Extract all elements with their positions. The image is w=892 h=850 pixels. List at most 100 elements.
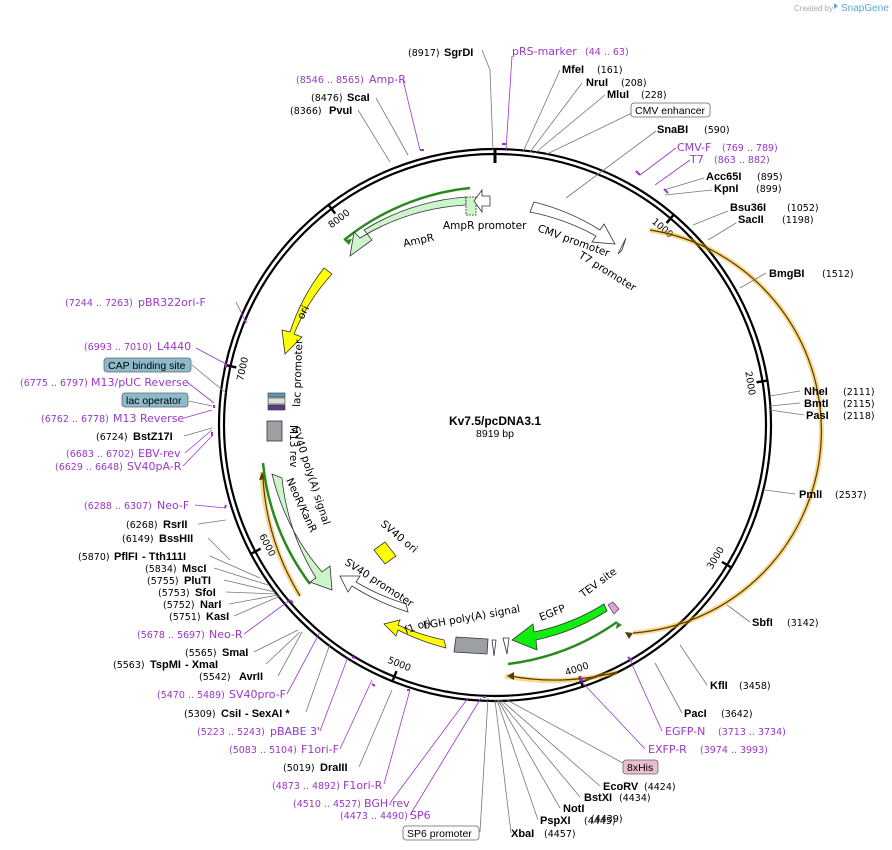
pos-pvui: (8366): [290, 106, 322, 117]
ruler-tick: [578, 675, 585, 688]
ruler-label: 2000: [742, 371, 757, 397]
pos-pmli: (2537): [835, 490, 867, 501]
enzyme-bstxi: BstXI: [584, 792, 612, 804]
pos-pluti: (5755): [147, 576, 179, 587]
primer-neo-f: Neo-F: [157, 499, 189, 512]
enzyme-pluti: PluTI: [184, 575, 211, 587]
site-marks: [211, 143, 669, 698]
range-neo-r: (5678 .. 5697): [137, 630, 205, 641]
primer-egfp-n: EGFP-N: [665, 725, 705, 738]
enzyme-kasi: KasI: [206, 611, 229, 623]
label-lac-promoter: lac promoter: [291, 339, 305, 407]
enzyme-csii: CsiI: [221, 708, 241, 720]
enzyme-snabi: SnaBI: [657, 124, 688, 136]
primer-neo-r: Neo-R: [209, 628, 243, 641]
enzyme-pspxi: PspXI: [540, 815, 571, 827]
pos-noti: (4439): [591, 814, 623, 825]
pos-bstxi: (4434): [619, 793, 651, 804]
pos-mlui: (228): [641, 90, 667, 101]
label-lac-operator: lac operator: [126, 395, 182, 407]
primer-t7: T7: [689, 153, 704, 166]
enzyme-sfoi: SfoI: [195, 587, 216, 599]
primer-bgh-rev: BGH-rev: [364, 797, 410, 810]
range-pbabe3: (5223 .. 5243): [197, 727, 265, 738]
label-ampr: AmpR: [402, 232, 435, 250]
brand-text: SnapGene: [841, 3, 889, 14]
enzyme-kfli: KflI: [710, 680, 728, 692]
primer-cmv-f: CMV-F: [677, 141, 711, 154]
enzyme-bsu36i: Bsu36I: [730, 202, 766, 214]
pos-rsrii: (6268): [126, 520, 158, 531]
range-cmv-f: (769 .. 789): [722, 143, 778, 154]
pos-csii: (5309): [184, 709, 216, 720]
range-pbr322ori-f: (7244 .. 7263): [65, 298, 133, 309]
ruler-tick: [390, 670, 398, 683]
enzyme-kpni: KpnI: [714, 183, 738, 195]
range-f1ori-r: (4873 .. 4892): [272, 781, 340, 792]
enzyme-xbai: XbaI: [511, 828, 534, 840]
pos-avrii: (5542): [199, 672, 231, 683]
range-neo-f: (6288 .. 6307): [84, 501, 152, 512]
pos-bmti: (2115): [843, 399, 875, 410]
enzyme-sgrdi: SgrDI: [444, 47, 473, 59]
range-exfp-r: (3974 .. 3993): [700, 745, 768, 756]
label-ori: ori: [295, 304, 312, 322]
enzyme-pflfi: PflFI: [114, 551, 138, 563]
enzyme-sbfi: SbfI: [752, 617, 773, 629]
primer-l4440: L4440: [157, 340, 191, 353]
enzyme-sexai: - SexAI *: [245, 708, 290, 720]
primer-pbr322ori-f: pBR322ori-F: [138, 296, 206, 309]
pos-sacii: (1198): [782, 215, 814, 226]
enzyme-pmli: PmlI: [799, 489, 822, 501]
pos-kasi: (5751): [169, 612, 201, 623]
credit-text: Created by: [794, 4, 833, 13]
pos-kpni: (899): [756, 184, 782, 195]
label-ampr-promoter: AmpR promoter: [443, 220, 527, 232]
primer-f1ori-f: F1ori-F: [301, 743, 339, 756]
primer-f1ori-r: F1ori-R: [343, 779, 383, 792]
pos-snabi: (590): [704, 125, 730, 136]
pos-nari: (5752): [163, 600, 195, 611]
pos-sfoi: (5753): [158, 588, 190, 599]
range-sv40pro-f: (5470 .. 5489): [157, 690, 225, 701]
enzyme-tth111i: - Tth111I: [142, 551, 186, 563]
pos-tspmi: (5563): [113, 660, 145, 671]
enzyme-mlui: MluI: [607, 89, 629, 101]
label-cap-binding-site: CAP binding site: [108, 360, 186, 372]
enzyme-paci: PacI: [684, 708, 707, 720]
snapgene-logo-icon: [834, 3, 838, 9]
enzyme-mfei: MfeI: [562, 64, 584, 76]
plasmid-name: Kv7.5/pcDNA3.1: [449, 414, 541, 428]
range-prs-marker: (44 .. 63): [585, 47, 629, 58]
range-m13-reverse: (6762 .. 6778): [41, 414, 109, 425]
range-amp-r: (8546 .. 8565): [296, 75, 364, 86]
ruler-tick: [249, 547, 262, 556]
feature-labels: AmpR promoter AmpR ori CMV promoter T7 p…: [283, 220, 638, 637]
enzyme-nari: NarI: [200, 599, 221, 611]
primer-ebv-rev: EBV-rev: [138, 447, 181, 460]
range-bgh-rev: (4510 .. 4527): [293, 799, 361, 810]
pos-scai: (8476): [311, 93, 343, 104]
pos-ecorv: (4424): [644, 782, 676, 793]
box-cmv-enhancer: [630, 102, 711, 118]
pos-pasi: (2118): [843, 411, 875, 422]
range-t7: (863 .. 882): [714, 155, 770, 166]
primer-m13-reverse: M13 Reverse: [113, 412, 184, 425]
range-egfp-n: (3713 .. 3734): [718, 727, 786, 738]
box-cap-binding-site: [103, 357, 192, 373]
primer-sv40pro-f: SV40pro-F: [229, 688, 286, 701]
enzyme-scai: ScaI: [347, 92, 370, 104]
enzyme-sacii: SacII: [738, 214, 764, 226]
enzyme-smai: SmaI: [222, 647, 248, 659]
enzyme-bsshii: BssHII: [159, 533, 193, 545]
range-l4440: (6993 .. 7010): [84, 342, 152, 353]
plasmid-length: 8919 bp: [476, 428, 514, 440]
enzyme-xmai: - XmaI: [185, 659, 218, 671]
pos-kfli: (3458): [739, 681, 771, 692]
label-8xhis: 8xHis: [627, 762, 653, 774]
enzyme-bmti: BmtI: [804, 398, 828, 410]
pos-pflfi: (5870): [78, 552, 110, 563]
ruler-label: 5000: [386, 655, 413, 674]
box-lac-operator: [121, 392, 189, 408]
